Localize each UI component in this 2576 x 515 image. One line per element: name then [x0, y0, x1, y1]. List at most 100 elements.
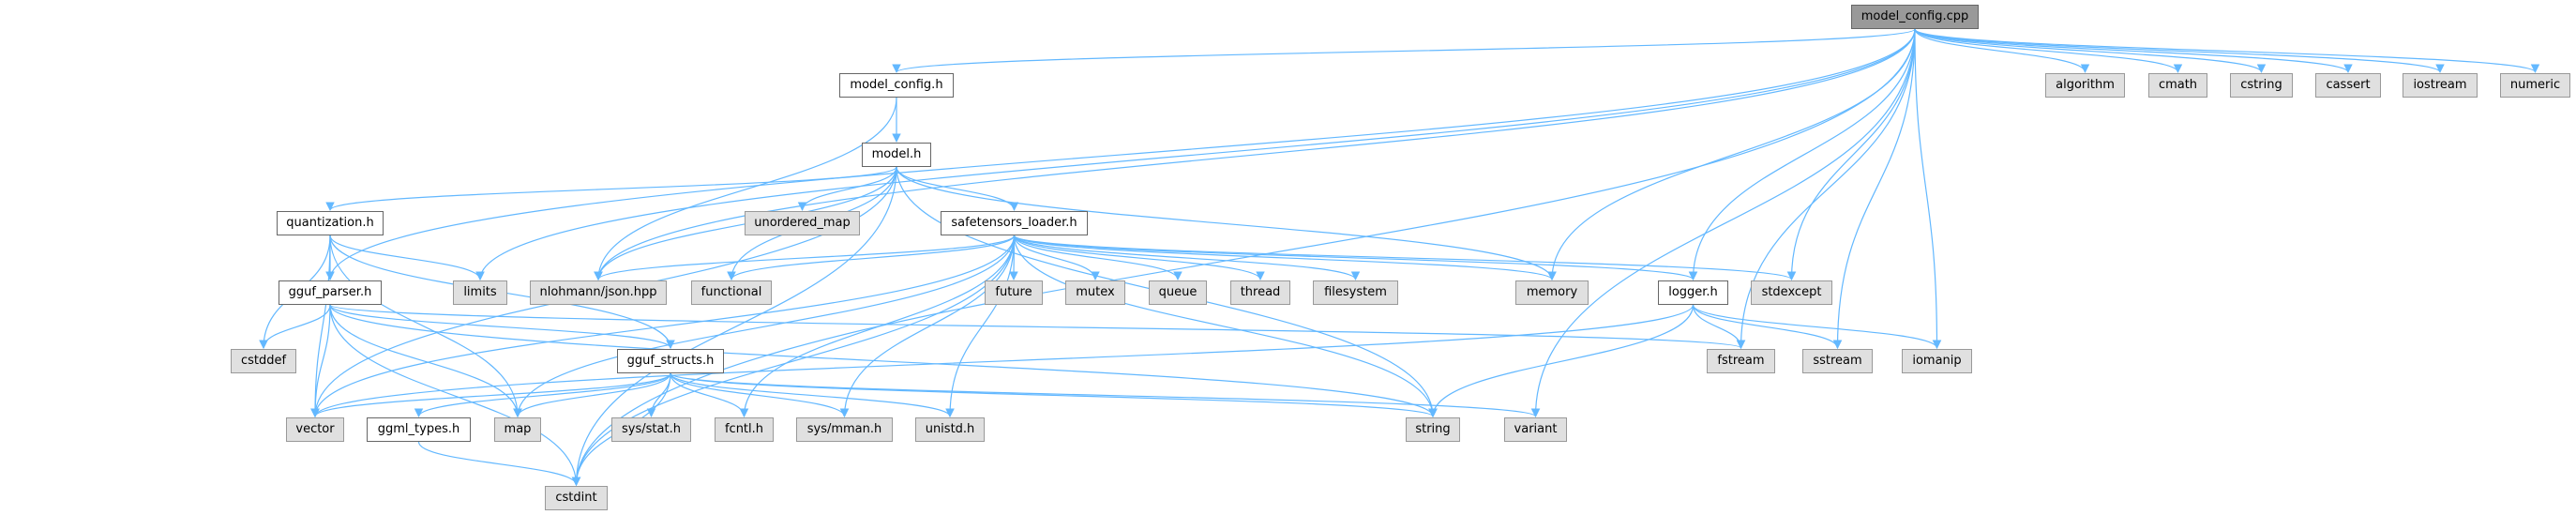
- edge-gguf_structs_h-to-unistd: [670, 372, 955, 417]
- node-memory: memory: [1515, 280, 1589, 305]
- edge-model_config_cpp-to-cassert: [1914, 28, 2353, 73]
- node-sys-mman: sys/mman.h: [796, 417, 893, 442]
- edge-model_config_cpp-to-cmath: [1914, 28, 2183, 73]
- edge-model_h-to-cstdint: [571, 166, 897, 486]
- edge-safetensors_loader_h-to-queue: [1013, 235, 1183, 280]
- edge-model_config_cpp-to-cstdint: [571, 28, 1916, 486]
- edge-ggml_types_h-to-cstdint: [417, 441, 581, 486]
- node-model-config-cpp[interactable]: model_config.cpp: [1851, 5, 1979, 29]
- edge-model_config_cpp-to-gguf_parser_h: [325, 28, 1916, 280]
- edge-gguf_structs_h-to-vector: [310, 372, 671, 417]
- edge-model_config_h-to-json: [594, 97, 897, 280]
- node-model-config-h[interactable]: model_config.h: [839, 73, 954, 98]
- node-cstring: cstring: [2230, 73, 2293, 98]
- node-gguf-parser-h[interactable]: gguf_parser.h: [279, 280, 382, 305]
- node-unordered-map: unordered_map: [745, 211, 860, 235]
- node-ggml-types-h[interactable]: ggml_types.h: [367, 417, 471, 442]
- edge-gguf_parser_h-to-map: [329, 304, 522, 417]
- node-thread: thread: [1230, 280, 1290, 305]
- node-unistd: unistd.h: [915, 417, 985, 442]
- edge-model_config_cpp-to-json: [594, 28, 1916, 280]
- edge-model_config_cpp-to-model_config_h: [892, 28, 1916, 73]
- edge-model_config_cpp-to-fstream: [1736, 28, 1916, 349]
- edge-gguf_parser_h-to-string: [329, 304, 1438, 417]
- edge-logger_h-to-fstream: [1692, 304, 1746, 349]
- edge-gguf_structs_h-to-fcntl: [670, 372, 749, 417]
- edge-gguf_structs_h-to-string: [670, 372, 1438, 417]
- edge-model_config_cpp-to-iomanip: [1914, 28, 1942, 349]
- node-filesystem: filesystem: [1313, 280, 1398, 305]
- node-iostream: iostream: [2403, 73, 2478, 98]
- edge-safetensors_loader_h-to-unistd: [945, 235, 1016, 417]
- edge-gguf_parser_h-to-cstddef: [259, 304, 331, 349]
- edge-quantization_h-to-limits: [329, 235, 485, 280]
- edge-model_h-to-memory: [896, 166, 1557, 280]
- node-safetensors-loader-h[interactable]: safetensors_loader.h: [941, 211, 1088, 235]
- node-limits: limits: [453, 280, 507, 305]
- edge-safetensors_loader_h-to-thread: [1013, 235, 1265, 280]
- edge-logger_h-to-string: [1428, 304, 1695, 417]
- edge-gguf_parser_h-to-gguf_structs_h: [329, 304, 675, 349]
- edge-model_config_cpp-to-sstream: [1832, 28, 1916, 349]
- node-model-h[interactable]: model.h: [862, 143, 931, 167]
- edge-gguf_structs_h-to-variant: [670, 372, 1540, 417]
- edge-safetensors_loader_h-to-stdexcept: [1013, 235, 1796, 280]
- edge-safetensors_loader_h-to-vector: [310, 235, 1016, 417]
- edge-gguf_parser_h-to-vector: [310, 304, 331, 417]
- node-algorithm: algorithm: [2045, 73, 2125, 98]
- edge-logger_h-to-sstream: [1692, 304, 1843, 349]
- edge-gguf_structs_h-to-ggml_types_h: [414, 372, 671, 417]
- edge-gguf_structs_h-to-sys_mman: [670, 372, 850, 417]
- edge-model_config_cpp-to-iostream: [1914, 28, 2445, 73]
- node-fcntl: fcntl.h: [715, 417, 774, 442]
- node-mutex: mutex: [1065, 280, 1125, 305]
- node-fstream: fstream: [1707, 349, 1775, 373]
- edge-safetensors_loader_h-to-map: [513, 235, 1016, 417]
- node-json: nlohmann/json.hpp: [530, 280, 667, 305]
- edge-model_config_cpp-to-stdexcept: [1786, 28, 1916, 280]
- edge-gguf_structs_h-to-map: [513, 372, 671, 417]
- node-cassert: cassert: [2315, 73, 2381, 98]
- node-variant: variant: [1504, 417, 1567, 442]
- node-vector: vector: [286, 417, 344, 442]
- edge-safetensors_loader_h-to-filesystem: [1013, 235, 1361, 280]
- node-queue: queue: [1149, 280, 1207, 305]
- node-functional: functional: [691, 280, 772, 305]
- edge-model_h-to-unordered_map: [797, 166, 897, 211]
- edge-model_config_cpp-to-limits: [475, 28, 1916, 280]
- node-string: string: [1406, 417, 1460, 442]
- edge-model_config_cpp-to-numeric: [1914, 28, 2540, 73]
- edge-quantization_h-to-vector: [310, 235, 331, 417]
- node-cmath: cmath: [2148, 73, 2207, 98]
- edge-logger_h-to-vector: [310, 304, 1695, 417]
- node-numeric: numeric: [2500, 73, 2570, 98]
- node-iomanip: iomanip: [1902, 349, 1972, 373]
- edge-safetensors_loader_h-to-functional: [727, 235, 1016, 280]
- edge-safetensors_loader_h-to-json: [594, 235, 1016, 280]
- node-sys-stat: sys/stat.h: [611, 417, 691, 442]
- node-logger-h[interactable]: logger.h: [1658, 280, 1728, 305]
- edge-model_config_cpp-to-algorithm: [1914, 28, 2090, 73]
- node-stdexcept: stdexcept: [1751, 280, 1832, 305]
- edge-model_config_cpp-to-variant: [1530, 28, 1916, 417]
- edge-safetensors_loader_h-to-string: [1013, 235, 1438, 417]
- node-future: future: [985, 280, 1043, 305]
- edge-model_config_cpp-to-logger_h: [1688, 28, 1916, 280]
- edge-logger_h-to-iomanip: [1692, 304, 1942, 349]
- edge-safetensors_loader_h-to-logger_h: [1013, 235, 1698, 280]
- node-cstdint: cstdint: [545, 486, 608, 510]
- edge-safetensors_loader_h-to-sys_mman: [839, 235, 1016, 417]
- edge-model_config_cpp-to-cstring: [1914, 28, 2267, 73]
- edge-model_h-to-quantization_h: [325, 166, 897, 211]
- edge-gguf_parser_h-to-cstdint: [329, 304, 581, 486]
- edge-safetensors_loader_h-to-memory: [1013, 235, 1557, 280]
- node-cstddef: cstddef: [231, 349, 296, 373]
- node-sstream: sstream: [1802, 349, 1873, 373]
- edge-gguf_parser_h-to-fstream: [329, 304, 1745, 349]
- node-quantization-h[interactable]: quantization.h: [277, 211, 384, 235]
- edge-safetensors_loader_h-to-mutex: [1013, 235, 1100, 280]
- edge-model_h-to-safetensors_loader_h: [896, 166, 1019, 211]
- node-gguf-structs-h[interactable]: gguf_structs.h: [617, 349, 724, 373]
